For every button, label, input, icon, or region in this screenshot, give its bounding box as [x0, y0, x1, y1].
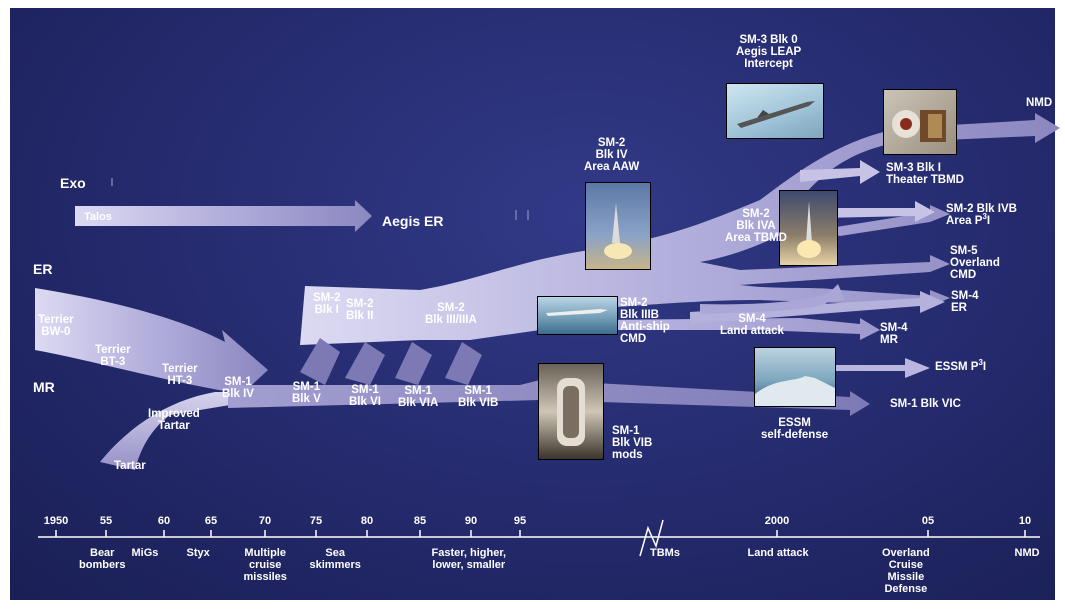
sm4-mr-arrow — [700, 284, 845, 314]
year-label: 80 — [360, 515, 374, 527]
label-essm-p3i: ESSM P3I — [935, 358, 987, 373]
zone-mr: MR — [33, 379, 55, 395]
missile-photo — [726, 83, 824, 139]
talos-arrow — [75, 200, 372, 232]
year-label: 1950 — [43, 515, 69, 527]
threat-nmd: NMD — [1014, 547, 1040, 559]
label-nmd: NMD — [1026, 97, 1053, 109]
notch-4 — [445, 342, 482, 385]
year-label: 05 — [921, 515, 935, 527]
zone-exo: Exo — [60, 175, 86, 191]
zone-er: ER — [33, 261, 53, 277]
sm4-er-arrow — [690, 291, 945, 324]
seeker-photo — [883, 89, 957, 155]
notch-3 — [395, 342, 432, 385]
year-label: 75 — [309, 515, 323, 527]
ship-photo — [754, 347, 836, 407]
notch-1 — [300, 338, 340, 385]
notch-2 — [345, 342, 385, 385]
sm2-trunk — [300, 113, 1060, 345]
seeker-mods-photo — [538, 363, 604, 460]
year-label: 70 — [258, 515, 272, 527]
tick-marks — [111, 178, 529, 220]
threat-styx: Styx — [186, 547, 210, 559]
threat-migs: MiGs — [131, 547, 159, 559]
sm3-blk-i-arrow — [800, 160, 880, 184]
sm2-ivb-arrow — [820, 201, 935, 222]
year-label: 2000 — [764, 515, 790, 527]
label-sm1-blk-vic: SM-1 Blk VIC — [890, 398, 961, 410]
threat-faster: Faster, higher,lower, smaller — [431, 547, 507, 571]
launch-photo-2 — [779, 190, 838, 266]
threat-land: Land attack — [747, 547, 809, 559]
year-label: 10 — [1018, 515, 1032, 527]
year-label: 95 — [513, 515, 527, 527]
year-label: 85 — [413, 515, 427, 527]
timeline-ticks — [55, 530, 1026, 537]
label-tartar: Tartar — [114, 460, 146, 472]
essm-p3i-arrow — [835, 358, 930, 378]
year-label: 55 — [99, 515, 113, 527]
label-talos: Talos — [84, 211, 112, 223]
ship-missile-photo — [537, 296, 618, 335]
terrier-arrow — [35, 288, 268, 405]
threat-tbms: TBMs — [650, 547, 680, 559]
label-aegis-er: Aegis ER — [382, 213, 444, 229]
year-label: 65 — [204, 515, 218, 527]
launch-photo — [585, 182, 651, 270]
timeline-break — [639, 519, 664, 557]
year-label: 60 — [157, 515, 171, 527]
tartar-arrow — [100, 392, 230, 470]
year-label: 90 — [464, 515, 478, 527]
